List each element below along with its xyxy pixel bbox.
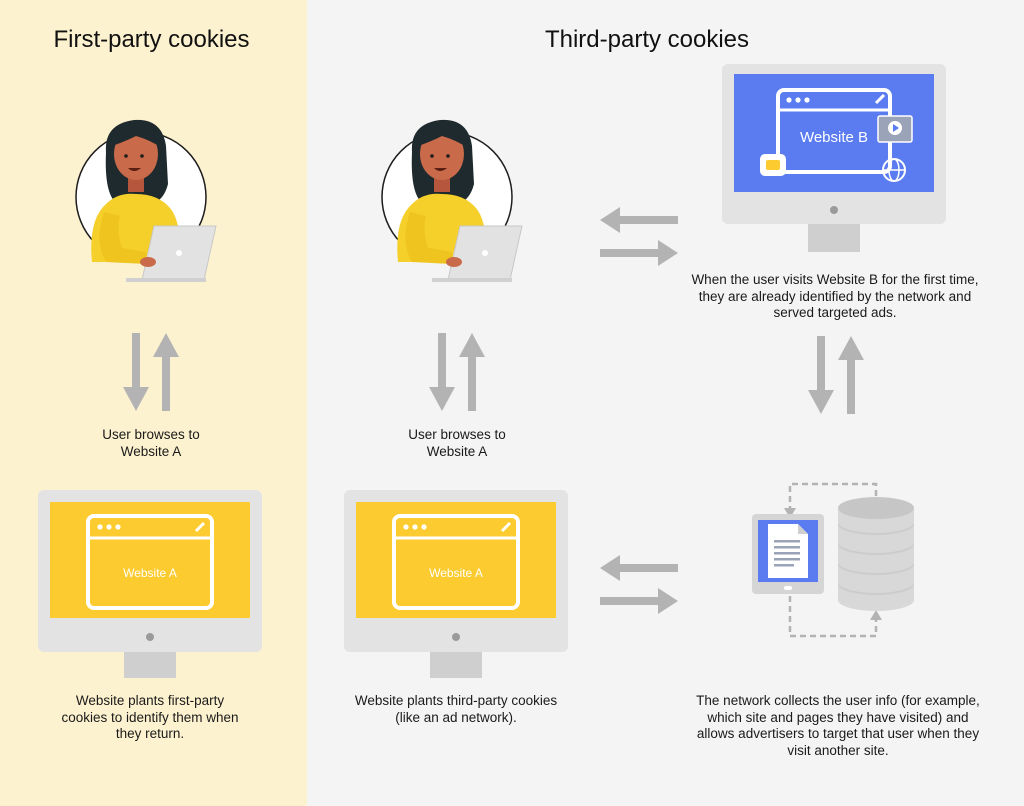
website-b-label: Website B	[799, 129, 869, 146]
monitor-icon: Website B	[722, 64, 946, 254]
tp-browse-caption: User browses to Website A	[408, 427, 506, 459]
monitor-icon: Website A	[38, 490, 262, 680]
bidirectional-arrows-icon	[600, 554, 680, 614]
bidirectional-arrows-icon	[121, 333, 181, 413]
third-party-heading: Third-party cookies	[544, 26, 750, 53]
browser-window-icon	[86, 514, 214, 610]
bidirectional-arrows-icon	[427, 333, 487, 413]
first-party-heading: First-party cookies	[53, 26, 250, 53]
tp-network-caption: The network collects the user info (for …	[696, 693, 980, 758]
website-a-label: Website A	[123, 566, 177, 580]
website-a-label: Website A	[429, 566, 483, 580]
bidirectional-arrows-icon	[600, 206, 680, 266]
tp-plant-caption: Website plants third-party cookies (like…	[354, 693, 558, 725]
fp-plant-caption: Website plants first-party cookies to id…	[61, 693, 239, 741]
bidirectional-arrows-icon	[806, 336, 866, 416]
tp-visit-b-caption: When the user visits Website B for the f…	[691, 272, 979, 320]
document-tablet-icon	[752, 514, 824, 594]
user-with-laptop-icon	[66, 112, 236, 288]
ad-network-icon	[750, 478, 922, 644]
monitor-icon: Website A	[344, 490, 568, 680]
user-with-laptop-icon	[372, 112, 542, 288]
fp-browse-caption: User browses to Website A	[102, 427, 200, 459]
database-icon	[838, 497, 914, 611]
